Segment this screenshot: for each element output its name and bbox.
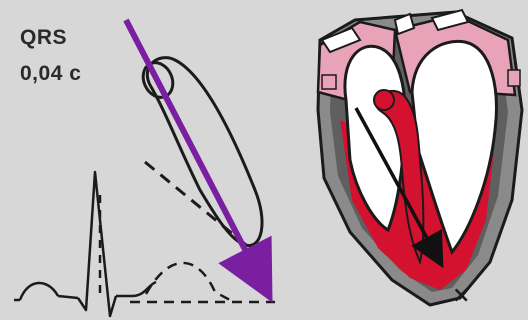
heart-diagram: × [318, 10, 522, 308]
qrs-complex [78, 172, 116, 316]
purple-vector-arrow [126, 20, 267, 292]
qrs-loop [147, 58, 262, 246]
electrode-mark: × [452, 283, 470, 308]
ecg-trace [14, 172, 275, 316]
dashed-t-wave [146, 263, 230, 300]
pr-segment [58, 296, 78, 298]
p-wave [20, 283, 58, 300]
sinus-node [374, 90, 394, 110]
